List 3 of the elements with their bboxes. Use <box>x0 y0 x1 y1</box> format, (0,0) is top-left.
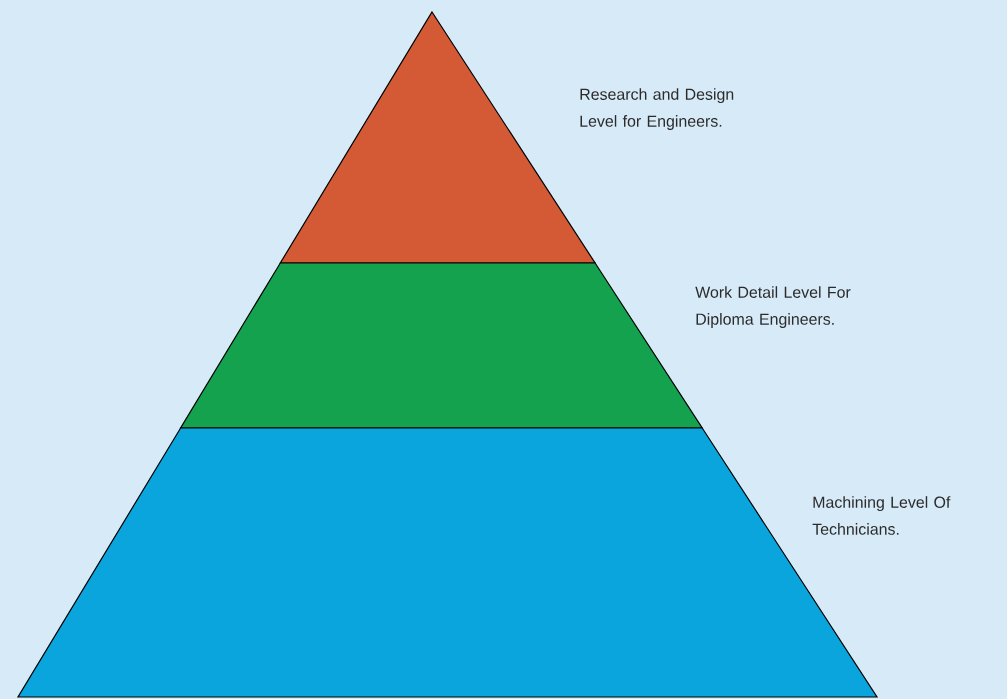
level-label: Machining Level Of Technicians. <box>812 496 951 535</box>
level-label: Work Detail Level For Diploma Engineers. <box>695 286 851 328</box>
level-label: Research and Design Level for Engineers. <box>580 88 734 130</box>
